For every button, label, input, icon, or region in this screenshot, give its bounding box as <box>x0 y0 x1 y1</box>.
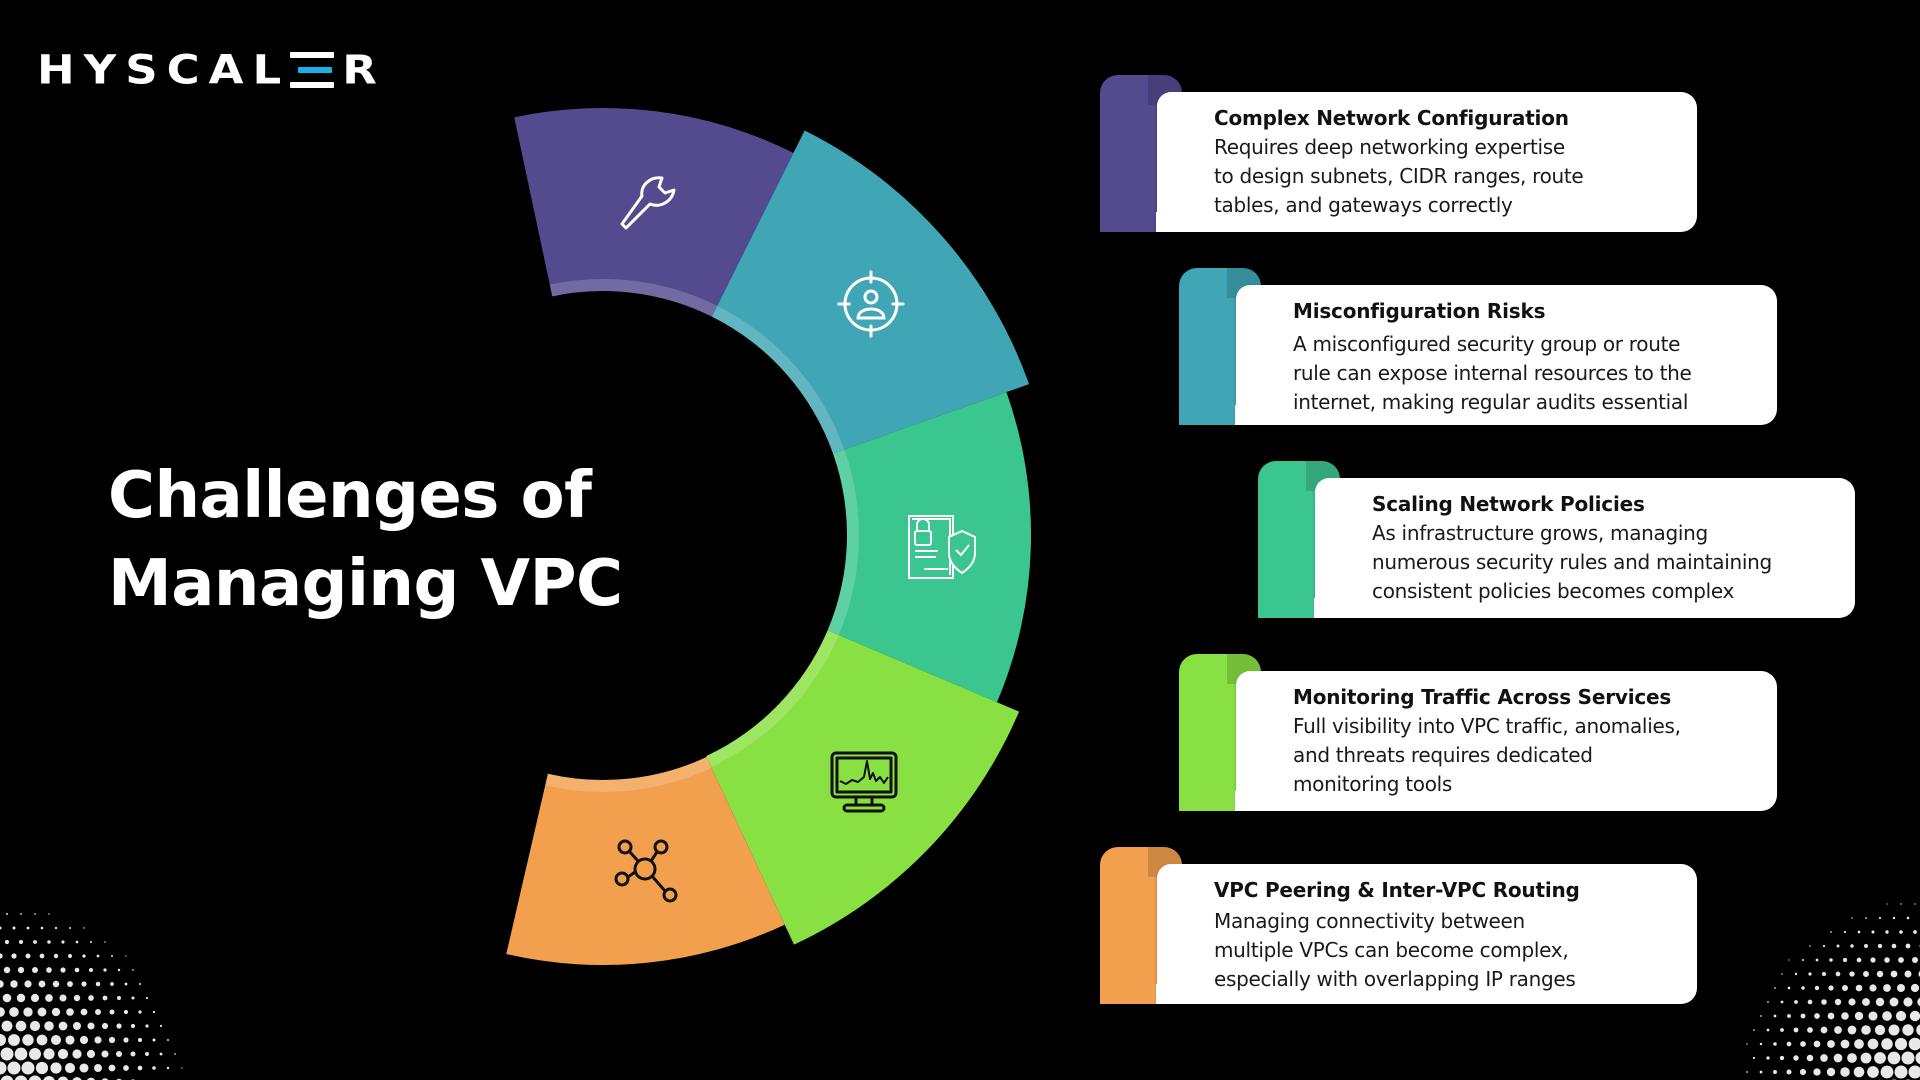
hyscaler-logo: HYSCAL R <box>37 45 386 94</box>
card-panel: Monitoring Traffic Across Services Full … <box>1235 671 1777 811</box>
card-complex-network-configuration: Complex Network Configuration Requires d… <box>1100 75 1697 232</box>
card-misconfiguration-risks: Misconfiguration Risks A misconfigured s… <box>1179 268 1777 425</box>
ring-segment-orange <box>506 757 785 966</box>
card-body: As infrastructure grows, managing numero… <box>1372 521 1772 603</box>
logo-e-glyph <box>290 52 335 88</box>
halftone-dots-left <box>0 913 183 1080</box>
wrench-icon <box>620 176 676 230</box>
ring-segment-purple <box>514 107 794 317</box>
card-vpc-peering: VPC Peering & Inter-VPC Routing Managing… <box>1100 847 1697 1004</box>
card-panel: VPC Peering & Inter-VPC Routing Managing… <box>1156 864 1697 1004</box>
ring-segment-lime <box>706 630 1020 945</box>
card-heading: Complex Network Configuration <box>1214 106 1569 130</box>
card-body: A misconfigured security group or route … <box>1293 332 1692 414</box>
logo-accent-bar <box>298 67 333 73</box>
card-monitoring-traffic: Monitoring Traffic Across Services Full … <box>1179 654 1777 811</box>
card-scaling-network-policies: Scaling Network Policies As infrastructu… <box>1258 461 1855 618</box>
card-heading: Scaling Network Policies <box>1372 492 1645 516</box>
card-heading: Misconfiguration Risks <box>1293 299 1546 323</box>
logo-text-suffix: R <box>342 45 386 94</box>
title-line-1: Challenges of <box>108 459 592 533</box>
target-user-icon <box>837 270 905 338</box>
document-lock-shield-icon <box>908 515 976 579</box>
network-nodes-icon <box>614 839 678 903</box>
page-title: Challenges of Managing VPC <box>108 452 623 628</box>
card-body: Managing connectivity between multiple V… <box>1214 909 1576 991</box>
card-panel: Misconfiguration Risks A misconfigured s… <box>1235 285 1777 425</box>
ring-segment-green <box>827 392 1031 703</box>
card-body: Full visibility into VPC traffic, anomal… <box>1293 714 1681 796</box>
halftone-dots-right <box>1746 903 1920 1080</box>
card-panel: Complex Network Configuration Requires d… <box>1156 92 1697 232</box>
card-body: Requires deep networking expertise to de… <box>1214 135 1584 217</box>
title-line-2: Managing VPC <box>108 547 623 621</box>
card-panel: Scaling Network Policies As infrastructu… <box>1314 478 1855 618</box>
card-heading: VPC Peering & Inter-VPC Routing <box>1214 878 1580 902</box>
logo-text-prefix: HYSCAL <box>37 45 291 94</box>
monitor-chart-icon <box>830 751 898 813</box>
card-heading: Monitoring Traffic Across Services <box>1293 685 1672 709</box>
